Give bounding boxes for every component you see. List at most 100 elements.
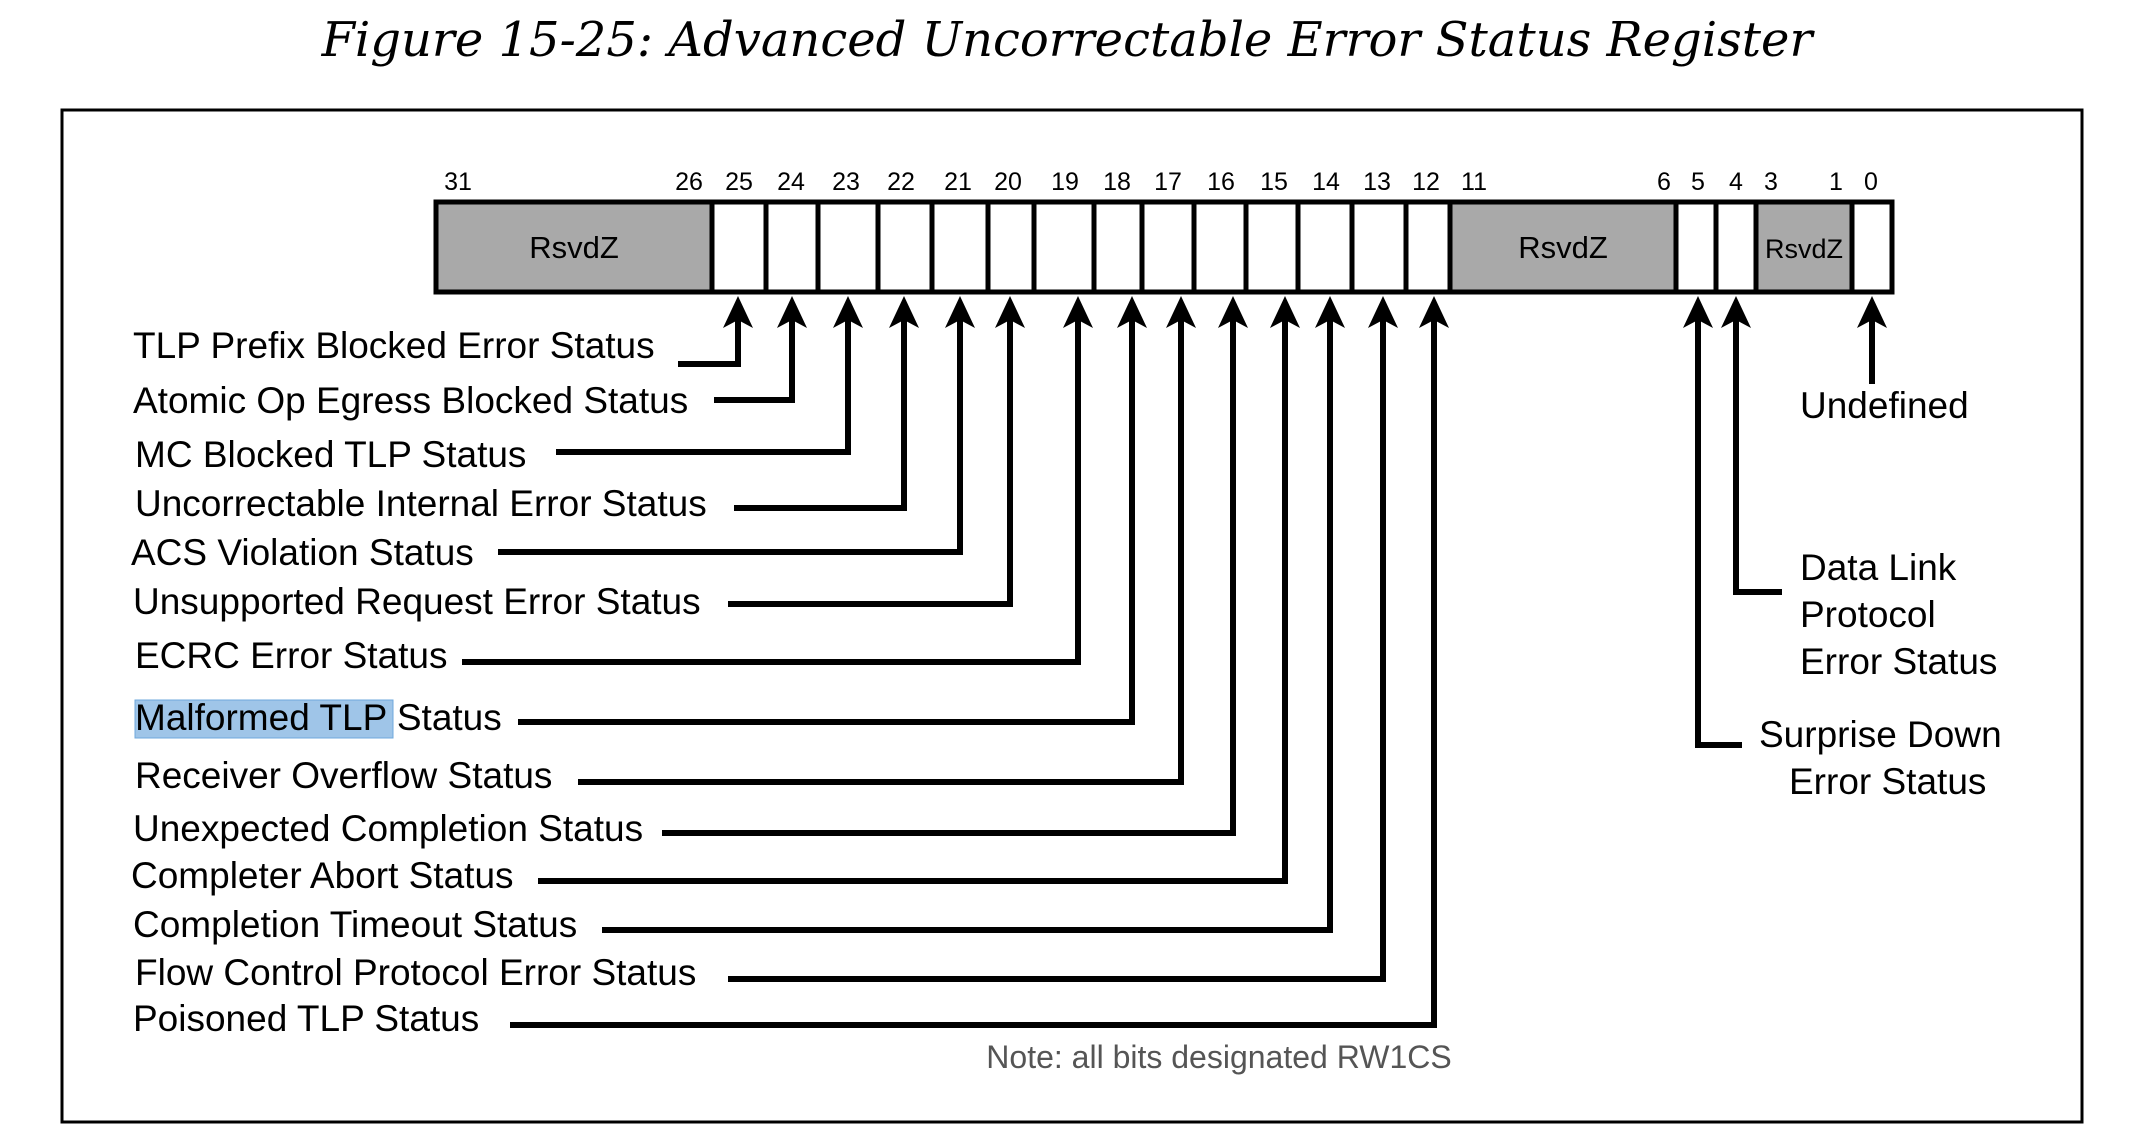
bit-number: 24 <box>777 168 805 196</box>
bit-number: 12 <box>1412 168 1440 196</box>
connector-bit-17 <box>578 318 1184 785</box>
bit-number: 23 <box>832 168 860 196</box>
label-bit-20: Unsupported Request Error Status <box>133 581 701 622</box>
arrowhead <box>723 296 753 328</box>
arrowhead <box>1117 296 1147 328</box>
connector-bit-13 <box>728 318 1386 982</box>
bit-number: 5 <box>1691 168 1705 196</box>
connector-bit-18 <box>518 318 1135 725</box>
label-bit-5-line1: Surprise Down <box>1759 714 2002 755</box>
arrowhead <box>1270 296 1300 328</box>
connector-bit-20 <box>728 318 1013 607</box>
bit-number: 4 <box>1729 168 1743 196</box>
field-bit-13 <box>1349 199 1409 295</box>
field-rsvdz-31-26 <box>433 199 715 295</box>
label-bit-21: ACS Violation Status <box>131 532 474 573</box>
rsvdz-label: RsvdZ <box>529 230 619 265</box>
label-bit-4-line3: Error Status <box>1800 641 1997 682</box>
arrowhead <box>945 296 975 328</box>
connector-bit-23 <box>556 318 851 455</box>
bit-number: 15 <box>1260 168 1288 196</box>
bit-number: 16 <box>1207 168 1235 196</box>
left-arrowheads <box>723 296 1449 328</box>
bit-number-row: 31 26 25 24 23 22 21 20 19 18 17 16 15 1… <box>444 168 1878 196</box>
field-bit-12 <box>1403 199 1453 295</box>
field-bit-17 <box>1139 199 1197 295</box>
connector-bit-5 <box>1695 318 1742 748</box>
bit-number: 18 <box>1103 168 1131 196</box>
bit-number: 11 <box>1461 168 1487 196</box>
arrowhead <box>1063 296 1093 328</box>
label-bit-18: Malformed TLP Status <box>135 697 502 738</box>
arrowhead <box>889 296 919 328</box>
label-bit-16: Unexpected Completion Status <box>133 808 643 849</box>
connector-bit-24 <box>714 318 795 403</box>
field-bit-4 <box>1713 199 1759 295</box>
field-bit-14 <box>1295 199 1355 295</box>
bit-number: 3 <box>1764 168 1778 196</box>
label-bit-5-line2: Error Status <box>1789 761 1986 802</box>
left-connectors <box>462 318 1437 1028</box>
left-labels: TLP Prefix Blocked Error Status Atomic O… <box>131 325 707 1039</box>
register-bar: RsvdZ RsvdZ RsvdZ <box>433 199 1895 295</box>
arrowhead <box>1315 296 1345 328</box>
label-bit-13: Flow Control Protocol Error Status <box>135 952 696 993</box>
field-bit-0 <box>1849 199 1895 295</box>
connector-bit-21 <box>498 318 963 555</box>
bit-number: 22 <box>887 168 915 196</box>
arrowhead <box>777 296 807 328</box>
arrowhead <box>1368 296 1398 328</box>
bit-number: 1 <box>1829 168 1843 196</box>
label-bit-4-line1: Data Link <box>1800 547 1957 588</box>
field-bit-20 <box>985 199 1037 295</box>
field-bit-25 <box>709 199 769 295</box>
label-bit-18-rest: Status <box>387 697 502 738</box>
arrowhead <box>833 296 863 328</box>
connector-bit-4 <box>1733 318 1782 595</box>
bit-number: 20 <box>994 168 1022 196</box>
field-bit-21 <box>929 199 991 295</box>
field-bit-23 <box>815 199 881 295</box>
field-bit-5 <box>1673 199 1719 295</box>
right-connectors <box>1683 296 1887 748</box>
label-bit-14: Completion Timeout Status <box>133 904 577 945</box>
bit-number: 19 <box>1051 168 1079 196</box>
arrowhead <box>995 296 1025 328</box>
field-bit-24 <box>763 199 821 295</box>
bit-number: 14 <box>1312 168 1340 196</box>
field-bit-19 <box>1031 199 1097 295</box>
label-bit-15: Completer Abort Status <box>131 855 514 896</box>
right-labels: Undefined Data Link Protocol Error Statu… <box>1759 385 2002 802</box>
bit-number: 31 <box>444 168 472 196</box>
arrowhead <box>1857 296 1887 328</box>
bit-number: 17 <box>1154 168 1182 196</box>
arrowhead <box>1218 296 1248 328</box>
arrowhead <box>1166 296 1196 328</box>
bit-number: 13 <box>1363 168 1391 196</box>
connector-bit-25 <box>678 318 741 367</box>
bit-number: 21 <box>944 168 972 196</box>
figure-title: Figure 15-25: Advanced Uncorrectable Err… <box>321 12 1813 68</box>
figure-frame <box>60 108 2084 1124</box>
arrowhead <box>1683 296 1713 328</box>
text-selection-highlight <box>134 699 394 739</box>
field-rsvdz-11-6 <box>1447 199 1679 295</box>
rsvdz-label: RsvdZ <box>1518 230 1608 265</box>
arrowhead <box>1419 296 1449 328</box>
label-bit-19: ECRC Error Status <box>135 635 448 676</box>
connector-bit-19 <box>462 318 1081 665</box>
connector-bit-15 <box>538 318 1288 884</box>
bit-number: 0 <box>1864 168 1878 196</box>
rsvdz-label: RsvdZ <box>1765 234 1843 264</box>
bit-number: 25 <box>725 168 753 196</box>
bit-number: 26 <box>675 168 703 196</box>
figure-note: Note: all bits designated RW1CS <box>986 1039 1451 1075</box>
field-bit-15 <box>1243 199 1301 295</box>
label-bit-17: Receiver Overflow Status <box>135 755 552 796</box>
label-bit-23: MC Blocked TLP Status <box>135 434 526 475</box>
label-bit-4-line2: Protocol <box>1800 594 1936 635</box>
bit-number: 6 <box>1657 168 1671 196</box>
label-bit-18-highlight: Malformed TLP <box>135 697 387 738</box>
label-bit-25: TLP Prefix Blocked Error Status <box>133 325 655 366</box>
